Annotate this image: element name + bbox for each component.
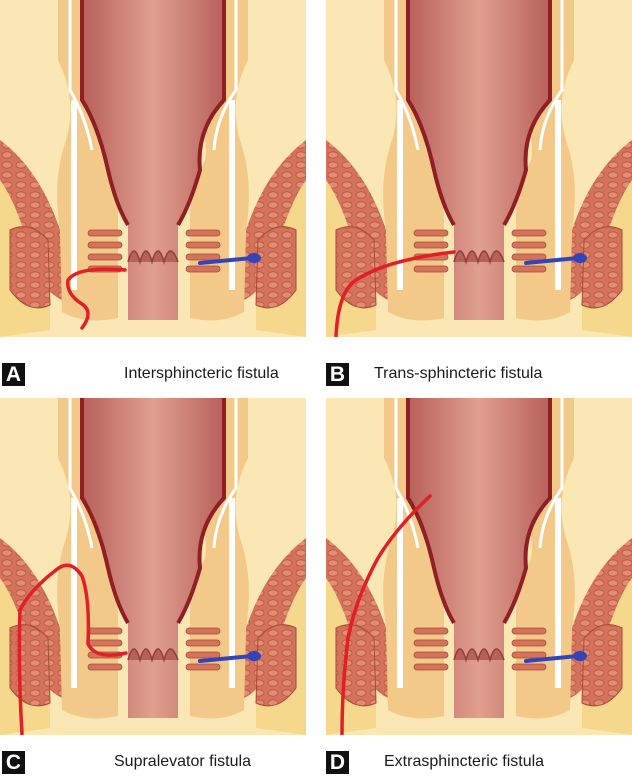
caption-row-c: C Supralevator fistula: [2, 748, 318, 778]
panel-letter-b: B: [326, 363, 349, 386]
extrasphincteric-diagram: [326, 398, 632, 735]
panel-letter-c: C: [2, 751, 25, 774]
transsphincteric-diagram: [326, 0, 632, 337]
caption-a: Intersphincteric fistula: [124, 365, 279, 383]
panel-letter-d: D: [326, 751, 349, 774]
panel-b: [326, 0, 632, 337]
panel-c: [0, 398, 306, 735]
panel-a: [0, 0, 306, 337]
caption-b: Trans-sphincteric fistula: [374, 365, 542, 383]
panel-d: [326, 398, 632, 735]
intersphincteric-diagram: [0, 0, 306, 337]
panel-letter-a: A: [2, 363, 25, 386]
supralevator-diagram: [0, 398, 306, 735]
caption-row-d: D Extrasphincteric fistula: [326, 748, 632, 778]
caption-row-b: B Trans-sphincteric fistula: [326, 360, 632, 390]
caption-d: Extrasphincteric fistula: [384, 753, 544, 771]
caption-row-a: A Intersphincteric fistula: [2, 360, 318, 390]
caption-c: Supralevator fistula: [114, 753, 251, 771]
